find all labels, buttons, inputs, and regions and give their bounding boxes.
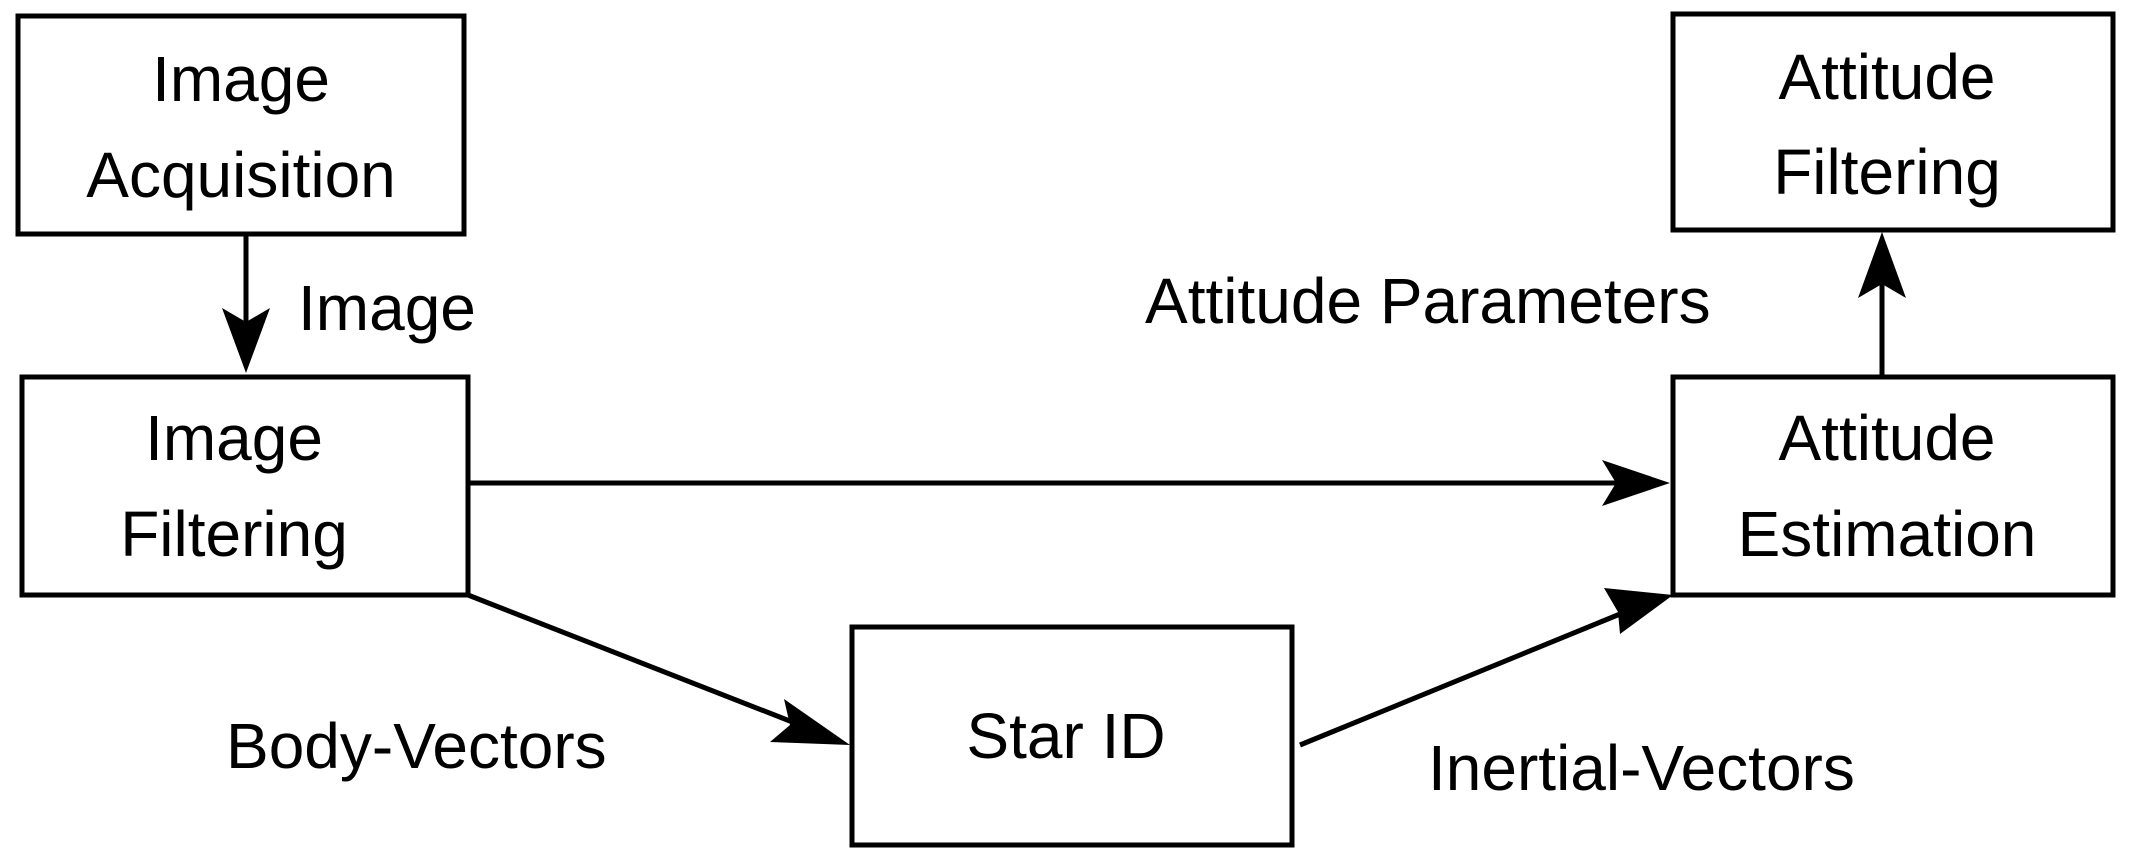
attitude-filtering-line2: Filtering <box>1773 136 2001 208</box>
edge-acquisition-to-filtering <box>222 234 270 373</box>
attitude-estimation-line2: Estimation <box>1738 498 2037 570</box>
edge-filtering-to-starid <box>467 592 850 745</box>
arrowhead-down-right <box>770 699 850 745</box>
edge-label-attitude-parameters: Attitude Parameters <box>1145 265 1711 337</box>
attitude-filtering-box: Attitude Filtering <box>1670 11 2116 233</box>
image-acquisition-line1: Image <box>152 43 330 115</box>
edge-estimation-to-filtering <box>1858 232 1906 377</box>
image-acquisition-box: Image Acquisition <box>15 13 467 237</box>
image-filtering-line2: Filtering <box>120 498 348 570</box>
star-id-label: Star ID <box>966 700 1165 772</box>
edge-label-inertial-vectors: Inertial-Vectors <box>1428 732 1855 804</box>
star-id-box: Star ID <box>849 624 1295 848</box>
attitude-estimation-box: Attitude Estimation <box>1670 374 2116 598</box>
arrowhead-up <box>1858 232 1906 298</box>
image-acquisition-line2: Acquisition <box>86 139 396 211</box>
image-filtering-box: Image Filtering <box>19 374 471 598</box>
edge-filtering-to-estimation <box>468 460 1670 506</box>
edge-label-body-vectors: Body-Vectors <box>226 710 607 782</box>
attitude-filtering-line1: Attitude <box>1778 41 1995 113</box>
image-filtering-line1: Image <box>145 402 323 474</box>
edge-starid-to-estimation <box>1299 588 1673 748</box>
edge-label-image: Image <box>298 272 476 344</box>
arrowhead-down <box>222 308 270 373</box>
attitude-estimation-line1: Attitude <box>1778 402 1995 474</box>
arrowhead-up-right <box>1604 588 1673 634</box>
arrowhead-right <box>1602 460 1670 506</box>
